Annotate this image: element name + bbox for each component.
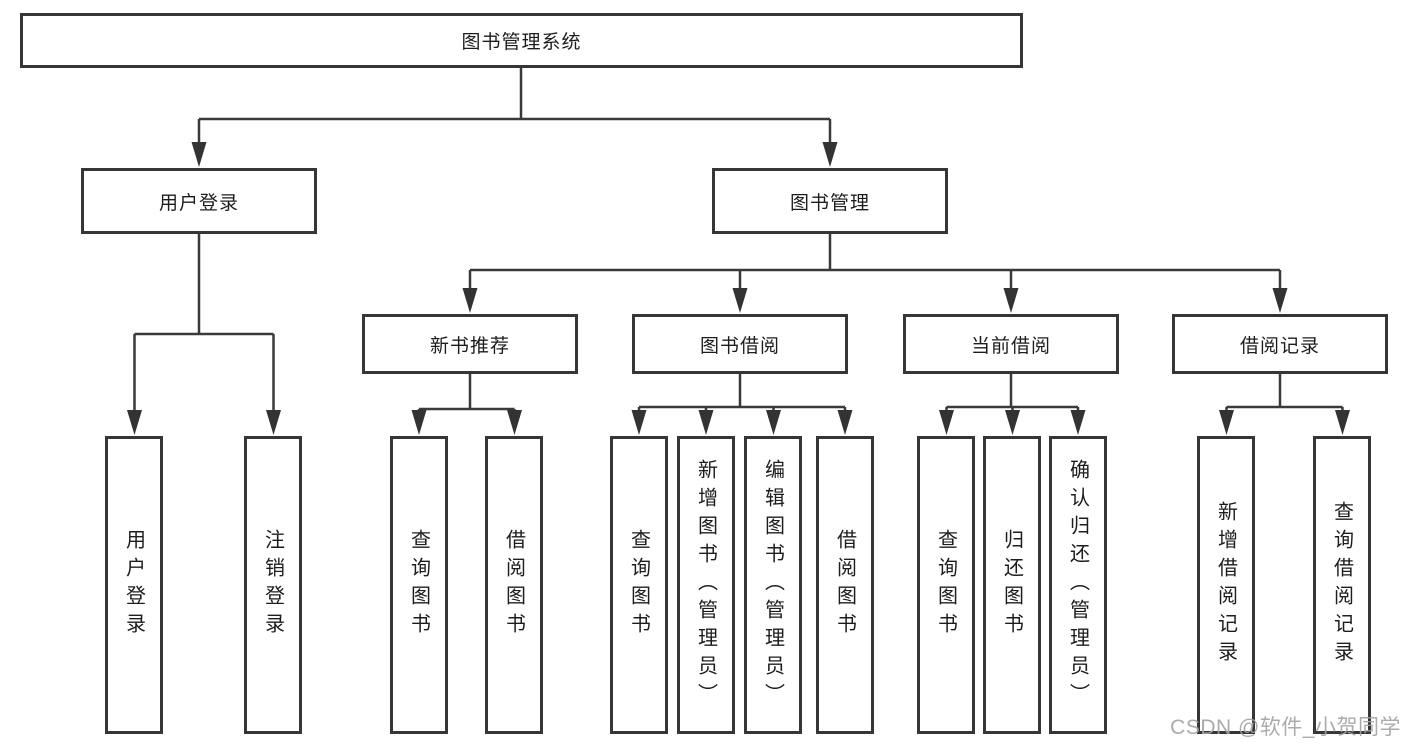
leaf-borrow-book-recommend: 借阅图书	[485, 436, 543, 734]
arrowhead-icon	[266, 410, 281, 435]
arrowhead-icon	[1272, 288, 1288, 313]
leaf-query-book-current: 查询图书	[917, 436, 975, 734]
arrowhead-icon	[1070, 410, 1086, 435]
node-borrowing-records: 借阅记录	[1172, 314, 1388, 374]
arrowhead-icon	[631, 410, 647, 435]
node-current-borrowing: 当前借阅	[903, 314, 1119, 374]
arrowhead-icon	[1219, 410, 1234, 435]
arrowheads	[127, 142, 1350, 435]
node-library-system: 图书管理系统	[20, 13, 1023, 68]
arrowhead-icon	[822, 142, 838, 167]
leaf-confirm-return-admin: 确认归还（管理员）	[1049, 436, 1107, 734]
arrowhead-icon	[1005, 410, 1020, 435]
arrowhead-icon	[462, 288, 478, 313]
leaf-user-login: 用户登录	[105, 436, 163, 734]
arrowhead-icon	[698, 410, 714, 435]
arrowhead-icon	[507, 410, 522, 435]
leaf-query-borrow-record: 查询借阅记录	[1313, 436, 1371, 734]
leaf-return-book: 归还图书	[983, 436, 1041, 734]
leaf-query-book-borrow: 查询图书	[610, 436, 668, 734]
leaf-add-book-admin: 新增图书（管理员）	[677, 436, 735, 734]
arrowhead-icon	[411, 410, 427, 435]
csdn-watermark: CSDN @软件_小贺同学	[1170, 716, 1401, 739]
arrowhead-icon	[939, 410, 954, 435]
arrowhead-icon	[837, 410, 853, 435]
leaf-query-book-recommend: 查询图书	[390, 436, 448, 734]
leaf-add-borrow-record: 新增借阅记录	[1197, 436, 1255, 734]
arrowhead-icon	[766, 410, 781, 435]
node-user-login: 用户登录	[81, 168, 317, 234]
arrowhead-icon	[127, 410, 142, 435]
leaf-edit-book-admin: 编辑图书（管理员）	[744, 436, 802, 734]
leaf-logout: 注销登录	[244, 436, 302, 734]
arrowhead-icon	[1003, 288, 1019, 313]
leaf-borrow-book: 借阅图书	[816, 436, 874, 734]
arrowhead-icon	[1335, 410, 1350, 435]
node-new-book-recommend: 新书推荐	[362, 314, 578, 374]
arrowhead-icon	[191, 142, 207, 167]
node-book-borrowing: 图书借阅	[632, 314, 848, 374]
arrowhead-icon	[732, 288, 748, 313]
node-book-management: 图书管理	[712, 168, 948, 234]
